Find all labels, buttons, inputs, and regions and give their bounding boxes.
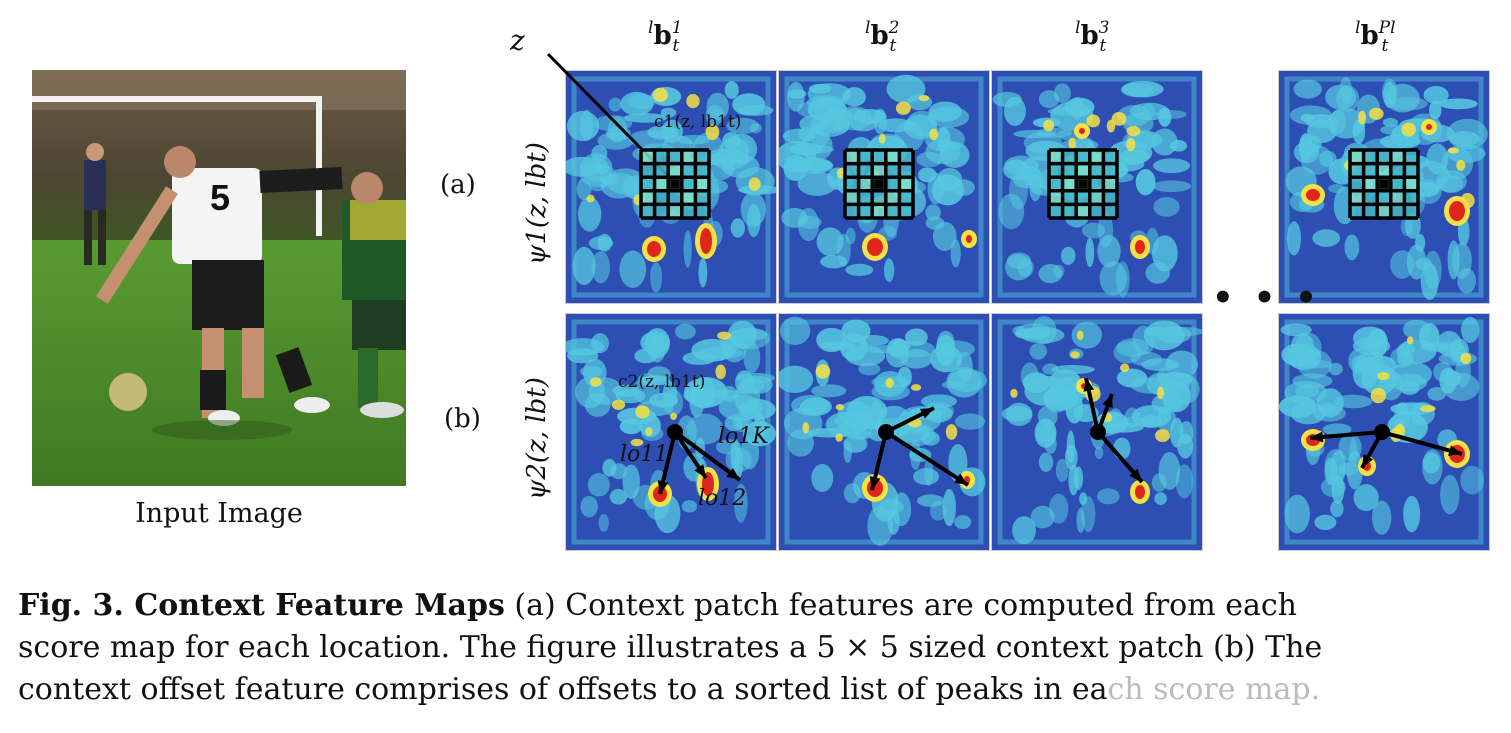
offset-o1-label: lo11 [620, 442, 669, 467]
heatmap-a-2 [778, 70, 990, 304]
row-b-axis-label: ψ2(z, lbt) [522, 377, 552, 500]
row-a-axis-label: ψ1(z, lbt) [522, 142, 552, 265]
ellipsis-dots: • • • [1212, 278, 1321, 318]
c1-label: c1(z, lb1t) [654, 112, 742, 132]
offset-oK-label: lo1K [718, 424, 769, 449]
column-header-3: lb3t [1075, 18, 1110, 56]
caption-line-3-faded: ch score map. [1107, 672, 1321, 707]
caption-lead: Fig. 3. Context Feature Maps [18, 588, 505, 623]
z-label: z [510, 24, 525, 57]
column-header-2: lb2t [865, 18, 900, 56]
caption-line-1: (a) Context patch features are computed … [504, 588, 1297, 623]
caption-line-2: score map for each location. The figure … [18, 630, 1323, 665]
caption-line-3: context offset feature comprises of offs… [18, 672, 1108, 707]
heatmap-b-3 [991, 313, 1203, 551]
jersey-number: 5 [210, 177, 230, 218]
column-header-1: lb1t [648, 18, 683, 56]
heatmap-a-1 [565, 70, 777, 304]
heatmap-a-3 [991, 70, 1203, 304]
column-header-4: lbPlt [1355, 18, 1396, 56]
row-a-tag: (a) [440, 170, 476, 200]
figure-caption: Fig. 3. Context Feature Maps (a) Context… [18, 585, 1508, 711]
offset-o2-label: lo12 [698, 486, 747, 511]
input-photo: 5 [32, 70, 406, 486]
c2-label: c2(z, lb1t) [618, 372, 706, 392]
heatmap-a-4 [1278, 70, 1490, 304]
heatmap-b-2 [778, 313, 990, 551]
row-b-tag: (b) [444, 404, 481, 434]
input-image-caption: Input Image [135, 498, 303, 529]
soccer-photo: 5 [32, 70, 406, 486]
heatmap-b-4 [1278, 313, 1490, 551]
